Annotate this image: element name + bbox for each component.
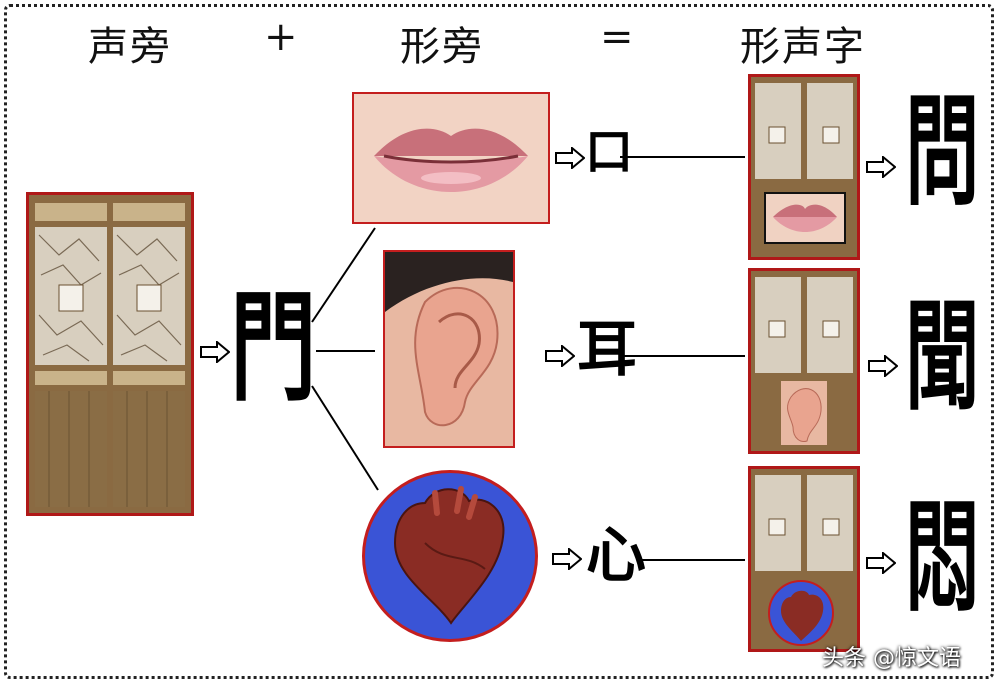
line-door-mouth <box>311 227 376 323</box>
line-door-heart <box>311 385 379 491</box>
lips-illustration <box>354 94 548 222</box>
door-with-ear-image <box>748 268 860 454</box>
heart-image <box>362 470 538 642</box>
arrow-right-icon <box>555 147 585 169</box>
door-illustration <box>29 195 191 513</box>
ear-illustration <box>385 252 513 446</box>
watermark: 头条 @惊文语 <box>822 646 961 671</box>
arrow-right-icon <box>200 341 230 363</box>
header-phonetic: 声旁 <box>88 24 172 70</box>
dotted-frame <box>4 4 994 679</box>
header-semantic: 形旁 <box>400 24 484 70</box>
mouth-glyph: 口 <box>585 124 634 180</box>
header-equals: = <box>600 14 636 60</box>
ear-glyph: 耳 <box>577 315 637 385</box>
door-with-mouth-image <box>748 74 860 260</box>
door-with-ear-illustration <box>751 271 857 451</box>
arrow-right-icon <box>552 548 582 570</box>
ear-image <box>383 250 515 448</box>
boredom-glyph: 悶 <box>905 487 980 628</box>
door-with-heart-image <box>748 466 860 652</box>
arrow-right-icon <box>868 355 898 377</box>
heart-illustration <box>393 486 505 625</box>
door-glyph: 門 <box>230 277 317 418</box>
door-image-large <box>26 192 194 516</box>
door-with-mouth-illustration <box>751 77 857 257</box>
ask-glyph: 問 <box>905 81 980 222</box>
hear-glyph: 聞 <box>905 286 980 427</box>
arrow-right-icon <box>866 156 896 178</box>
heart-glyph: 心 <box>586 521 646 591</box>
header-plus: + <box>264 14 300 60</box>
header-compound: 形声字 <box>740 24 866 70</box>
door-with-heart-illustration <box>751 469 857 649</box>
arrow-right-icon <box>545 345 575 367</box>
arrow-right-icon <box>866 552 896 574</box>
lips-image <box>352 92 550 224</box>
